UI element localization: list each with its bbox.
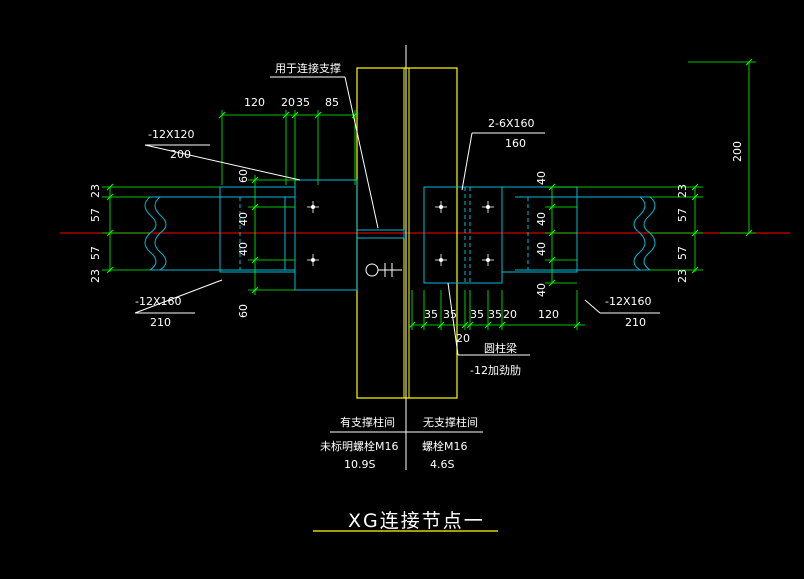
bolt-group: [307, 201, 494, 266]
plate-left-top-line1: -12X120: [148, 128, 195, 141]
dimension-tick: [745, 229, 753, 237]
dimension-tick: [251, 286, 259, 294]
left-beam-tube: [144, 179, 358, 291]
dimension-tick: [745, 58, 753, 66]
dimension-tick: [106, 266, 114, 274]
dimension-tick: [408, 321, 416, 329]
dimension-tick: [573, 321, 581, 329]
right-pvdim-3: 40: [535, 283, 548, 297]
dimension-tick: [691, 229, 699, 237]
plate-left-bottom-line2: 210: [150, 316, 171, 329]
left-vertical-dim-labels: 23 57 57 23: [89, 184, 102, 283]
top-dim-120: 120: [244, 96, 265, 109]
leader-lines: [134, 76, 660, 356]
bolt-icon: [435, 201, 447, 213]
dimension-tick: [314, 111, 322, 119]
bottom-dim-5: 120: [538, 308, 559, 321]
right-beam-tube: [423, 186, 656, 284]
bottom-dim-20-lower: 20: [456, 332, 470, 345]
right-vdim-0: 23: [676, 184, 689, 198]
legend-left-body2: 10.9S: [344, 458, 375, 471]
legend-right-body2: 4.6S: [430, 458, 454, 471]
right-vdim-3: 23: [676, 269, 689, 283]
dimension-tick: [548, 229, 556, 237]
left-pvdim-3: 60: [237, 304, 250, 318]
dimension-tick: [691, 183, 699, 191]
right-height-dim: 200: [731, 141, 744, 162]
dimension-tick: [498, 321, 506, 329]
right-plate-vdim-labels: 40 40 40 40: [535, 171, 548, 297]
bottom-dim-0: 35: [424, 308, 438, 321]
bolt-legend: 有支撑柱间 无支撑柱间 未标明螺栓M16 螺栓M16 10.9S 4.6S: [320, 410, 483, 471]
right-vertical-dim-labels: 23 57 57 23: [676, 184, 689, 283]
dimension-tick: [251, 203, 259, 211]
right-vdim-2: 57: [676, 246, 689, 260]
bottom-dim-4: 20: [503, 308, 517, 321]
left-pvdim-1: 40: [237, 212, 250, 226]
left-vdim-1: 57: [89, 208, 102, 222]
brace-connection-plate: [356, 229, 405, 239]
stiffener-note-line2: -12加劲肋: [470, 363, 521, 377]
bolt-icon: [482, 201, 494, 213]
left-vdim-0: 23: [89, 184, 102, 198]
dimension-tick: [282, 111, 290, 119]
plate-right-bottom-line2: 210: [625, 316, 646, 329]
bolt-icon: [435, 254, 447, 266]
dimension-tick: [106, 183, 114, 191]
left-vdim-3: 23: [89, 269, 102, 283]
dimension-tick: [218, 111, 226, 119]
top-dim-35: 35: [296, 96, 310, 109]
bottom-dim-2: 35: [470, 308, 484, 321]
dimension-lines: [102, 58, 756, 330]
legend-left-body1: 未标明螺栓M16: [320, 439, 399, 453]
weld-symbol-icon: [365, 263, 402, 277]
drawing-title: XG连接节点一: [348, 510, 485, 532]
dimension-tick: [106, 193, 114, 201]
bolt-icon: [307, 254, 319, 266]
dimension-tick: [291, 111, 299, 119]
dimension-tick: [106, 229, 114, 237]
dimension-tick: [351, 111, 359, 119]
plate-right-bottom-line1: -12X160: [605, 295, 652, 308]
top-dim-20: 20: [281, 96, 295, 109]
dimension-tick: [251, 256, 259, 264]
bolt-icon: [482, 254, 494, 266]
right-pvdim-2: 40: [535, 242, 548, 256]
plate-right-top-line2: 160: [505, 137, 526, 150]
plate-left-top-line2: 200: [170, 148, 191, 161]
dimension-tick: [548, 279, 556, 287]
bolt-icon: [307, 201, 319, 213]
stiffener-note-line1: 圆柱梁: [484, 341, 517, 355]
left-pvdim-0: 60: [237, 169, 250, 183]
dimension-tick: [548, 203, 556, 211]
right-pvdim-1: 40: [535, 212, 548, 226]
brace-note: 用于连接支撑: [275, 61, 341, 75]
plate-left-bottom-line1: -12X160: [135, 295, 182, 308]
dimension-tick: [691, 266, 699, 274]
top-dim-85: 85: [325, 96, 339, 109]
dimension-tick: [251, 176, 259, 184]
right-vdim-1: 57: [676, 208, 689, 222]
legend-right-body1: 螺栓M16: [422, 439, 468, 453]
dimension-tick: [437, 321, 445, 329]
bottom-dim-labels: 35 35 35 35 20 120 20: [424, 308, 559, 345]
plate-right-top-line1: 2-6X160: [488, 117, 535, 130]
dimension-tick: [484, 321, 492, 329]
dimension-tick: [548, 183, 556, 191]
dimension-tick: [691, 193, 699, 201]
dimension-tick: [461, 321, 469, 329]
dimension-tick: [548, 256, 556, 264]
bottom-dim-3: 35: [488, 308, 502, 321]
bottom-dim-1: 35: [443, 308, 457, 321]
dimension-tick: [420, 321, 428, 329]
right-pvdim-0: 40: [535, 171, 548, 185]
left-pvdim-2: 40: [237, 242, 250, 256]
left-plate-vdim-labels: 60 40 40 60: [237, 169, 250, 318]
legend-left-head: 有支撑柱间: [340, 415, 395, 429]
legend-right-head: 无支撑柱间: [423, 415, 478, 429]
dimension-tick: [466, 321, 474, 329]
left-vdim-2: 57: [89, 246, 102, 260]
